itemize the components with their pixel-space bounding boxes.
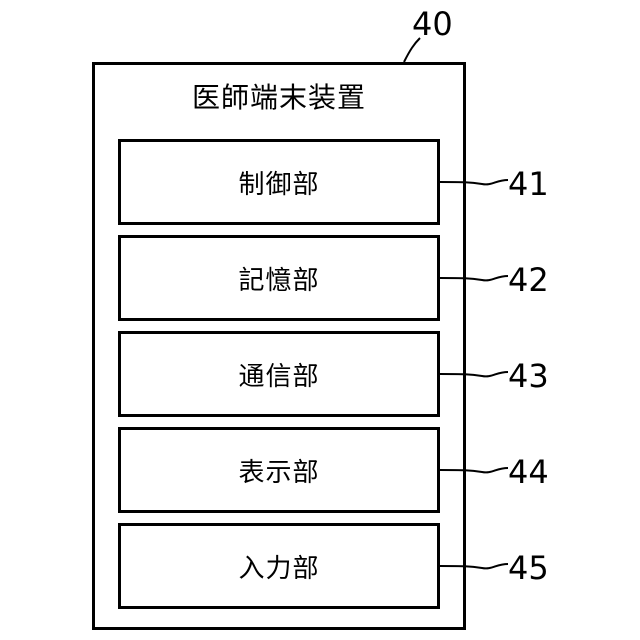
- unit-ref-number-display: 44: [508, 452, 549, 492]
- unit-ref-number-communication: 43: [508, 356, 549, 396]
- unit-label-storage: 記憶部: [238, 260, 319, 297]
- device-ref-number: 40: [412, 4, 453, 44]
- unit-box-input: 入力部: [118, 523, 440, 609]
- unit-box-storage: 記憶部: [118, 235, 440, 321]
- unit-ref-number-input: 45: [508, 548, 549, 588]
- unit-box-display: 表示部: [118, 427, 440, 513]
- unit-label-input: 入力部: [238, 548, 319, 585]
- unit-label-control: 制御部: [238, 164, 319, 201]
- unit-box-control: 制御部: [118, 139, 440, 225]
- unit-box-communication: 通信部: [118, 331, 440, 417]
- unit-label-display: 表示部: [238, 452, 319, 489]
- unit-label-communication: 通信部: [238, 356, 319, 393]
- unit-ref-number-control: 41: [508, 164, 549, 204]
- unit-ref-number-storage: 42: [508, 260, 549, 300]
- device-title: 医師端末装置: [92, 78, 466, 118]
